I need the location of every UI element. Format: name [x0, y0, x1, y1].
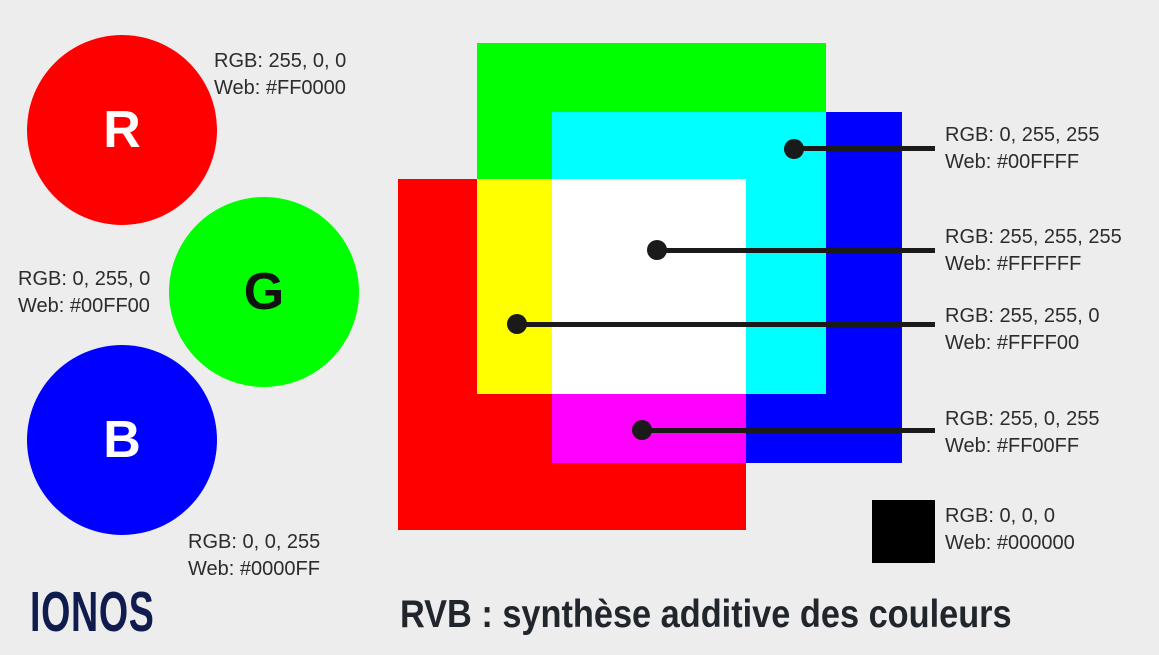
- yellow-callout-dot: [507, 314, 527, 334]
- blue-web-value: Web: #0000FF: [188, 558, 320, 580]
- blue-circle-letter: B: [103, 411, 141, 469]
- cyan-rgb-value: RGB: 0, 255, 255: [945, 124, 1100, 146]
- blue-color-label: RGB: 0, 0, 255 Web: #0000FF: [188, 529, 320, 583]
- magenta-callout-dot: [632, 420, 652, 440]
- yellow-web-value: Web: #FFFF00: [945, 332, 1080, 354]
- white-overlap-region: [552, 179, 746, 394]
- ionos-logo: IONOS: [30, 580, 155, 644]
- red-rgb-value: RGB: 255, 0, 0: [214, 50, 347, 72]
- yellow-rgb-value: RGB: 255, 255, 0: [945, 305, 1100, 327]
- green-web-value: Web: #00FF00: [18, 295, 150, 317]
- cyan-callout-line: [794, 146, 935, 151]
- yellow-callout-line: [517, 322, 935, 327]
- white-callout-line: [657, 248, 935, 253]
- page-title: RVB : synthèse additive des couleurs: [400, 593, 1012, 636]
- white-web-value: Web: #FFFFFF: [945, 253, 1082, 275]
- blue-rgb-value: RGB: 0, 0, 255: [188, 531, 321, 553]
- green-color-label: RGB: 0, 255, 0 Web: #00FF00: [18, 266, 150, 320]
- magenta-web-value: Web: #FF00FF: [945, 435, 1080, 457]
- magenta-color-label: RGB: 255, 0, 255 Web: #FF00FF: [945, 406, 1100, 460]
- green-circle-letter: G: [243, 263, 285, 321]
- blue-circle: B: [27, 345, 217, 535]
- black-rgb-value: RGB: 0, 0, 0: [945, 505, 1056, 527]
- magenta-callout-line: [642, 428, 935, 433]
- white-color-label: RGB: 255, 255, 255 Web: #FFFFFF: [945, 224, 1122, 278]
- white-callout-dot: [647, 240, 667, 260]
- red-color-label: RGB: 255, 0, 0 Web: #FF0000: [214, 48, 346, 102]
- cyan-callout-dot: [784, 139, 804, 159]
- red-circle-letter: R: [103, 101, 141, 159]
- red-circle: R: [27, 35, 217, 225]
- black-web-value: Web: #000000: [945, 532, 1075, 554]
- green-circle: G: [169, 197, 359, 387]
- cyan-color-label: RGB: 0, 255, 255 Web: #00FFFF: [945, 122, 1100, 176]
- green-rgb-value: RGB: 0, 255, 0: [18, 268, 151, 290]
- cyan-web-value: Web: #00FFFF: [945, 151, 1080, 173]
- magenta-rgb-value: RGB: 255, 0, 255: [945, 408, 1100, 430]
- black-swatch: [872, 500, 935, 563]
- yellow-color-label: RGB: 255, 255, 0 Web: #FFFF00: [945, 303, 1100, 357]
- white-rgb-value: RGB: 255, 255, 255: [945, 226, 1122, 248]
- black-color-label: RGB: 0, 0, 0 Web: #000000: [945, 503, 1075, 557]
- red-web-value: Web: #FF0000: [214, 77, 346, 99]
